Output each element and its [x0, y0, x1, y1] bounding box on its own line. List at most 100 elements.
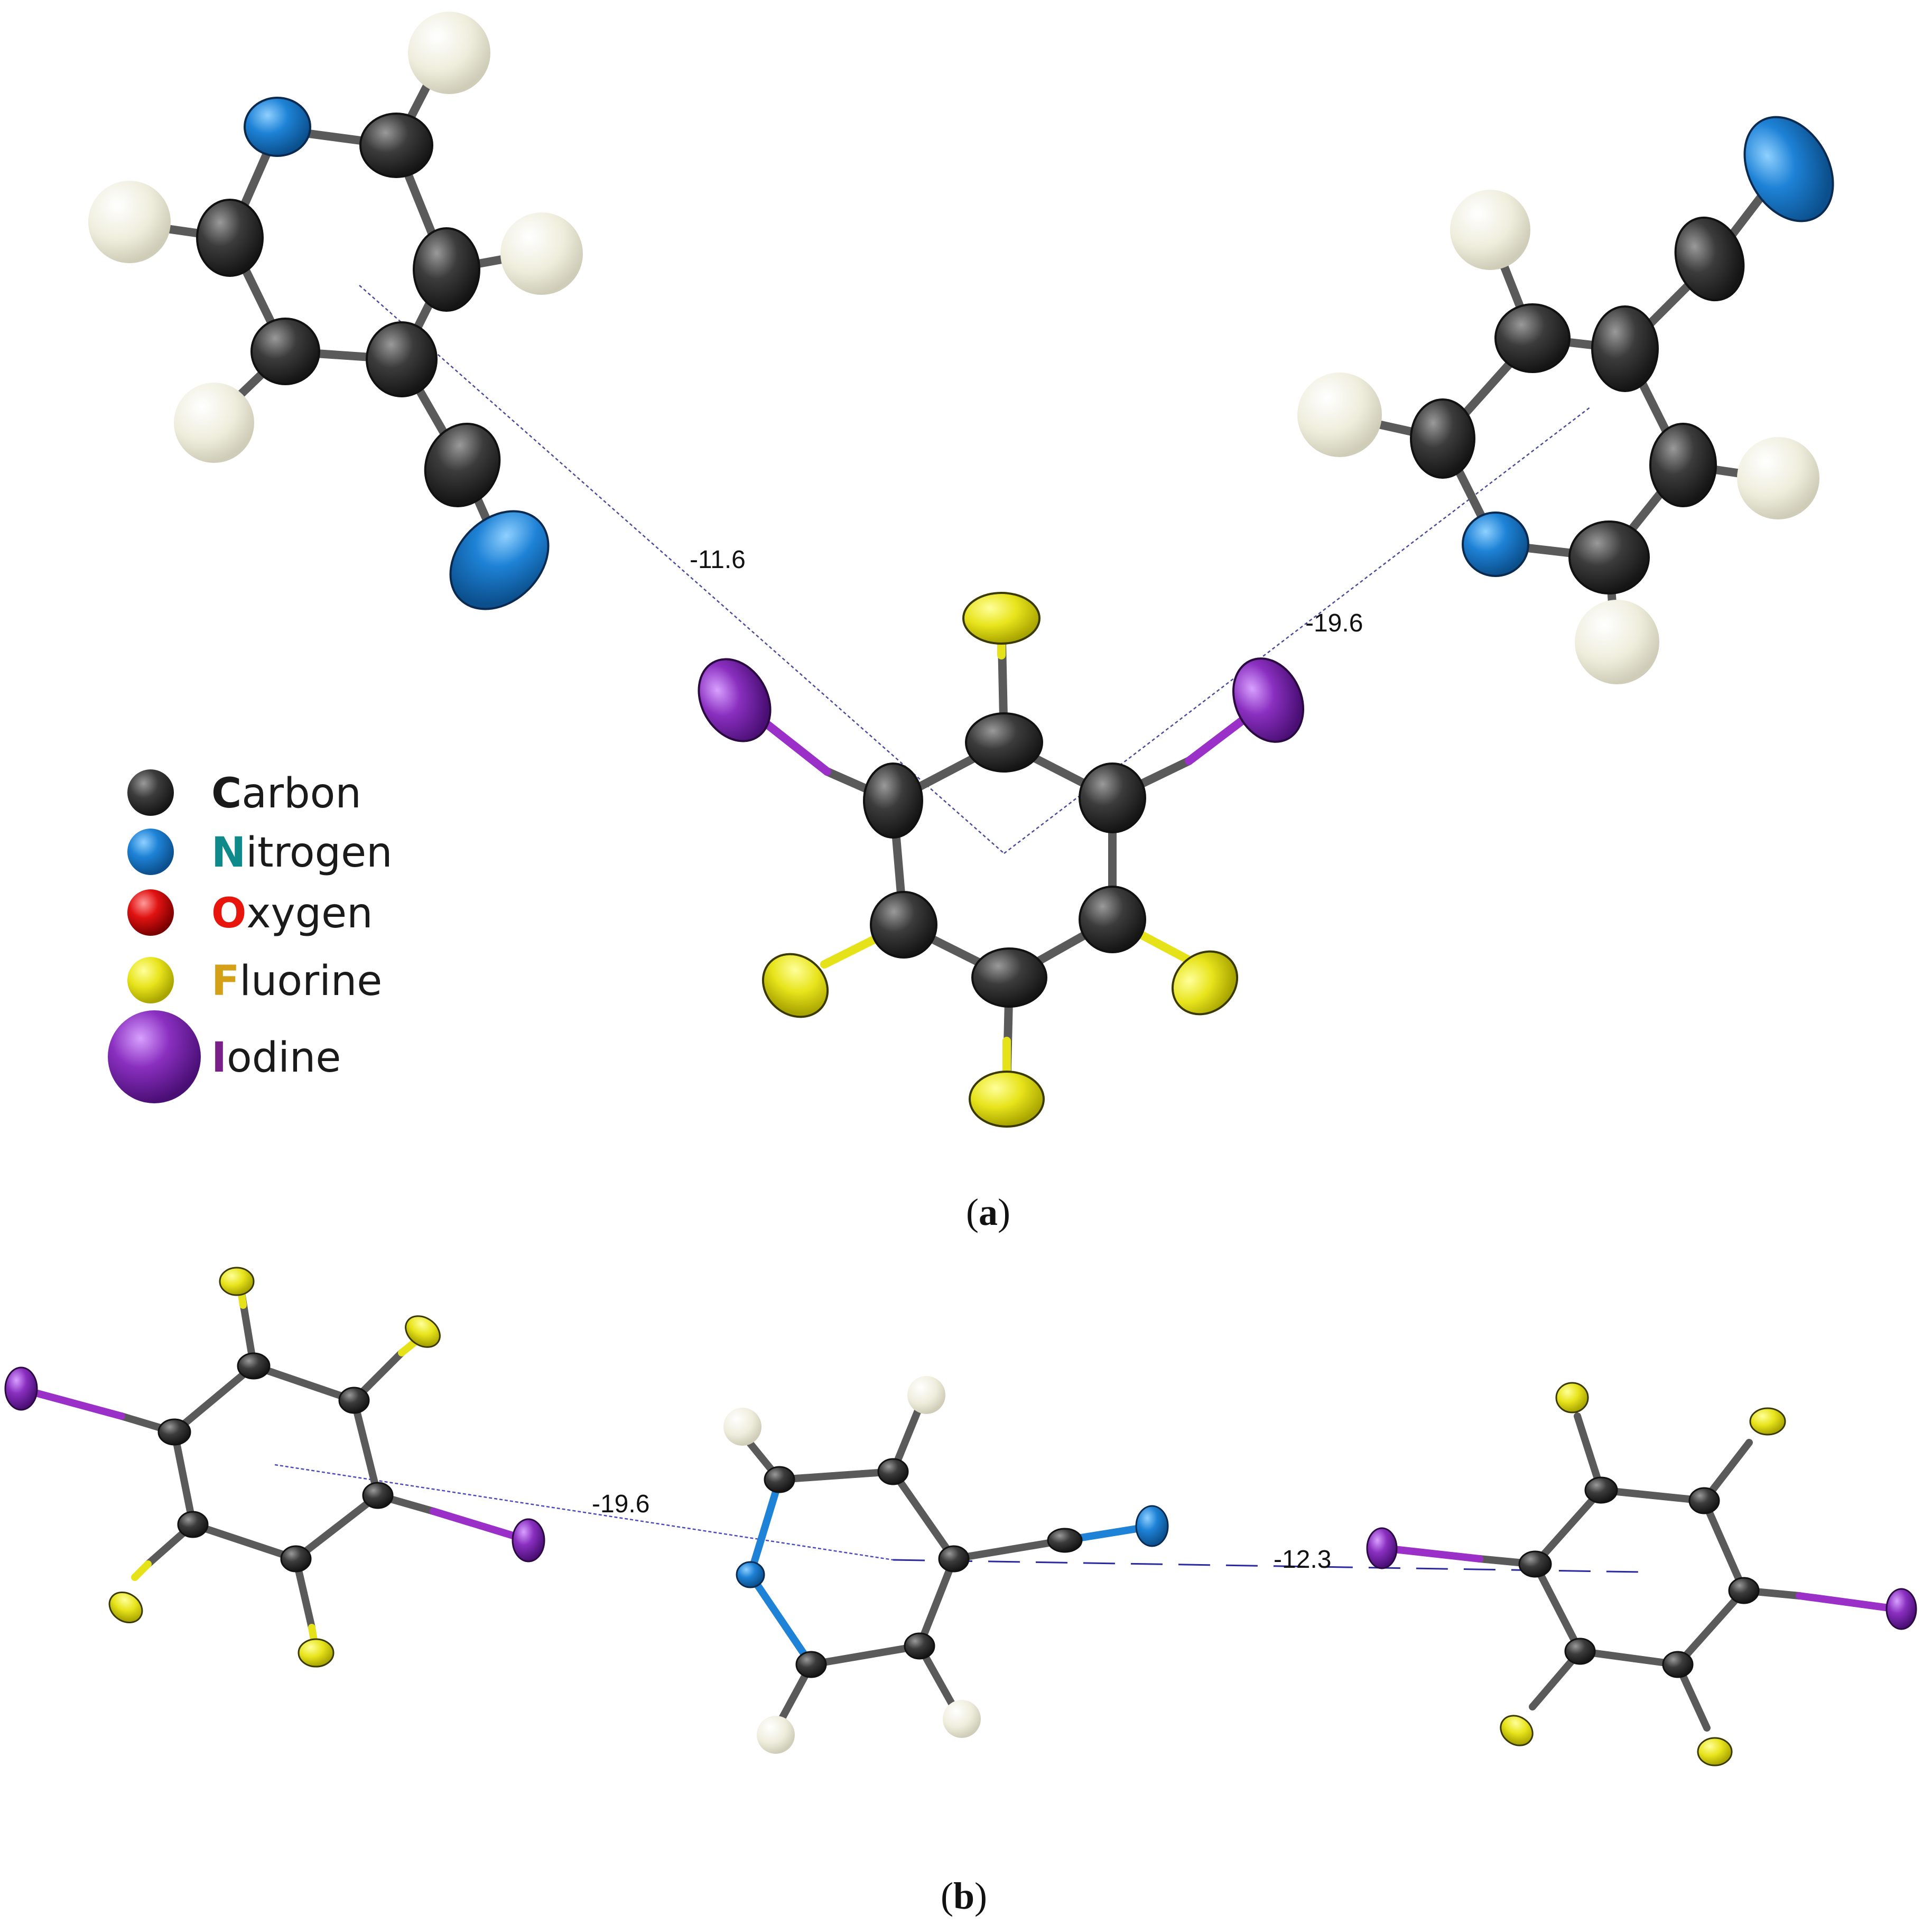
carbon-atom: [1079, 762, 1146, 833]
fluorine-legend-icon: [127, 957, 174, 1003]
panel-a: -11.6 -19.6 Carbon Nitrogen Oxygen Fluor…: [88, 12, 1834, 1233]
carbon-atom: [1674, 216, 1745, 302]
fluorine-atom: [962, 592, 1041, 645]
legend-rest-oxygen: xygen: [246, 890, 373, 937]
hydrogen-atom: [907, 1376, 945, 1414]
legend-initial-oxygen: O: [211, 890, 246, 937]
carbon-atom: [359, 113, 433, 178]
fluorine-atom: [1697, 1737, 1733, 1766]
hydrogen-atom: [723, 1408, 761, 1446]
carbon-atom: [1564, 1638, 1596, 1665]
carbon-atom: [1568, 520, 1650, 594]
iodine-atom: [512, 1518, 545, 1563]
panel-a-contact-lines: [359, 285, 1591, 854]
hydrogen-atom: [174, 383, 254, 463]
oxygen-legend-icon: [127, 889, 174, 936]
fluorine-atom: [219, 1267, 255, 1296]
fluorine-atom: [761, 953, 829, 1018]
carbon-atom: [280, 1545, 312, 1573]
fluorine-atom: [1749, 1407, 1786, 1436]
carbon-atom: [965, 712, 1043, 773]
nitrogen-legend-icon: [127, 829, 174, 875]
diiodotetrafluorobenzene-b-left: [4, 1267, 545, 1668]
fluorine-atom: [1171, 950, 1239, 1016]
legend-rest-fluorine: luorine: [239, 957, 382, 1005]
carbon-atom: [413, 227, 480, 312]
carbon-atom: [795, 1651, 827, 1678]
carbon-atom: [863, 762, 923, 839]
carbon-atom: [1649, 423, 1717, 507]
panel-b: -19.6 -12.3 (b): [4, 1267, 1917, 1917]
carbon-atom: [1591, 305, 1659, 392]
carbon-atom: [938, 1545, 970, 1573]
iodine-atom: [1885, 1588, 1917, 1630]
carbon-atom: [424, 423, 501, 507]
carbon-atom: [157, 1418, 191, 1446]
nitrogen-atom: [1462, 512, 1529, 577]
cyanopyridine-upper-right: [1297, 116, 1834, 684]
energy-label-a-left: -11.6: [690, 546, 746, 574]
fluorine-atom: [108, 1592, 143, 1623]
panel-a-label: (a): [966, 1191, 1010, 1233]
hydrogen-atom: [88, 181, 171, 263]
carbon-atom: [1410, 398, 1475, 479]
legend-rest-carbon: arbon: [242, 770, 361, 817]
hydrogen-atom: [943, 1700, 981, 1738]
legend-label-fluorine: Fluorine: [211, 957, 382, 1005]
iodine-atom: [1232, 657, 1305, 743]
fluorine-atom: [1555, 1382, 1589, 1413]
legend-initial-carbon: C: [211, 770, 242, 817]
nitrogen-atom: [1135, 1505, 1169, 1547]
legend-initial-iodine: I: [211, 1034, 227, 1082]
carbon-atom: [338, 1387, 370, 1414]
energy-label-a-right: -19.6: [1305, 609, 1363, 637]
fluorine-atom: [298, 1638, 335, 1668]
carbon-atom: [1518, 1550, 1552, 1578]
carbon-atom: [1047, 1528, 1083, 1553]
hydrogen-atom: [1450, 190, 1530, 270]
fluorine-atom: [969, 1071, 1045, 1128]
hydrogen-atom: [757, 1716, 795, 1754]
legend-label-nitrogen: Nitrogen: [211, 829, 393, 877]
legend-initial-nitrogen: N: [211, 829, 246, 877]
iodine-atom: [4, 1366, 38, 1411]
carbon-atom: [904, 1632, 935, 1660]
carbon-atom: [237, 1352, 271, 1380]
carbon-atom: [362, 1482, 394, 1509]
legend-rest-nitrogen: itrogen: [246, 829, 392, 877]
legend-label-iodine: Iodine: [211, 1034, 341, 1082]
carbon-atom: [366, 321, 438, 397]
carbon-atom: [1494, 303, 1571, 373]
panel-b-contact-lines: [274, 1464, 1641, 1573]
hydrogen-atom: [408, 12, 490, 94]
carbon-atom: [1728, 1577, 1760, 1604]
panel-b-label: (b): [941, 1875, 987, 1917]
cyanopyridine-upper-left: [88, 12, 583, 610]
carbon-atom: [1584, 1476, 1618, 1504]
carbon-atom: [177, 1511, 209, 1538]
carbon-atom: [1662, 1651, 1694, 1678]
energy-label-b-left: -19.6: [592, 1490, 649, 1518]
hydrogen-atom: [500, 212, 583, 295]
iodine-atom: [698, 658, 772, 742]
iodine-atom: [1366, 1527, 1398, 1569]
legend-initial-fluorine: F: [211, 957, 239, 1005]
fluorine-atom: [405, 1315, 441, 1348]
nitrogen-atom: [1743, 116, 1834, 222]
carbon-atom: [1079, 886, 1146, 953]
iodine-legend-icon: [108, 1010, 201, 1103]
carbon-legend-icon: [127, 769, 174, 816]
carbon-atom: [870, 891, 937, 959]
diiodotetrafluorobenzene-a: [698, 592, 1305, 1128]
legend-label-carbon: Carbon: [211, 770, 361, 817]
carbon-atom: [250, 318, 320, 385]
legend-rest-iodine: odine: [227, 1034, 341, 1082]
carbon-atom: [877, 1458, 909, 1485]
carbon-atom: [196, 199, 264, 277]
contact-line-b-left: [274, 1464, 894, 1561]
nitrogen-atom: [736, 1561, 765, 1588]
element-legend: Carbon Nitrogen Oxygen Fluorine Iodine: [108, 769, 393, 1103]
carbon-atom: [971, 947, 1047, 1008]
